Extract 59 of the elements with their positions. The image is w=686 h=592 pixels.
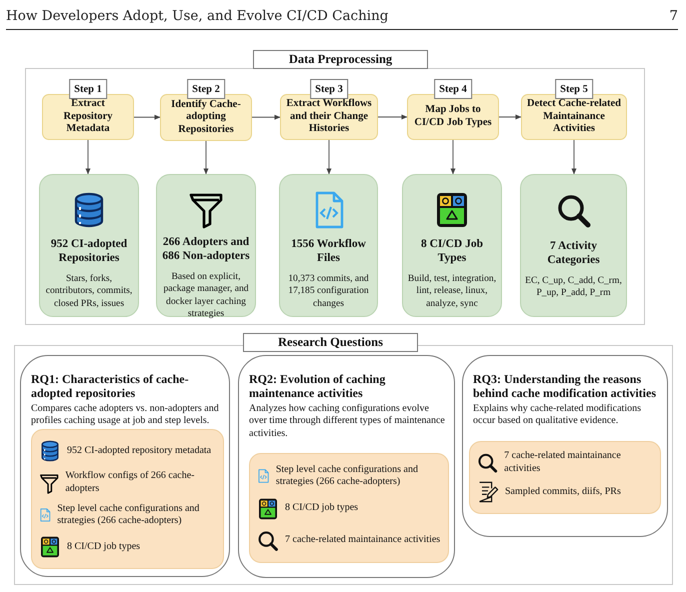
source-item: Step level cache configurations and strategies (266 cache-adopters)	[57, 502, 200, 528]
research-question-card	[462, 355, 668, 537]
card-title: 7 Activity Categories	[546, 239, 601, 268]
card-title: 266 Adopters and 686 Non-adopters	[161, 235, 251, 264]
arrow	[378, 114, 408, 120]
source-item: Step level cache configurations and strategies (266 cache-adopters)	[276, 464, 419, 488]
card-description: Based on explicit, package manager, and docker layer caching strategies	[162, 271, 250, 321]
result-card	[156, 174, 256, 317]
result-card	[520, 174, 627, 317]
card-description: Stars, forks, contributors, commits, closed PRs, issues	[44, 272, 134, 310]
card-description: Build, test, integration, lint, release, linux, analyze, sync	[406, 272, 498, 310]
card-title: 8 CI/CD Job Types	[420, 236, 484, 266]
result-card	[39, 174, 139, 317]
process-box: Extract Workflows and their Change Histories	[280, 94, 378, 140]
research-question-card	[238, 355, 455, 578]
result-card	[402, 174, 502, 317]
question-description: Compares cache adopters vs. non-adopters and profiles caching usage at job and step levels.	[31, 402, 220, 428]
source-item: 952 CI-adopted repository metadata	[67, 444, 212, 458]
research-question-card	[20, 355, 230, 577]
arrow	[252, 114, 280, 120]
arrow	[498, 114, 522, 120]
arrow	[204, 140, 208, 174]
source-item: 8 CI/CD job types	[67, 540, 140, 554]
card-title: 1556 Workflow Files	[290, 236, 367, 266]
source-item: 7 cache-related maintainance activities	[504, 450, 622, 475]
question-description: Explains why cache-related modifications occur based on qualitative evidence.	[473, 402, 642, 428]
question-title: RQ3: Understanding the reasons behind cache modification activities	[473, 372, 657, 401]
card-description: EC, C_up, C_add, C_rm, P_up, P_add, P_rm	[524, 275, 623, 300]
card-description: 10,373 commits, and 17,185 configuration changes	[287, 272, 370, 310]
question-description: Analyzes how caching configurations evolve over time through different types of maintenance activities.	[249, 402, 446, 440]
source-item: 8 CI/CD job types	[285, 502, 358, 515]
source-item: Workflow configs of 266 cache-adopters	[65, 470, 196, 496]
card-title: 952 CI-adopted Repositories	[50, 236, 128, 266]
source-item: 7 cache-related maintainance activities	[285, 534, 440, 547]
page-number: 7	[669, 8, 678, 24]
process-box: Extract Repository Metadata	[42, 94, 134, 140]
process-box: Map Jobs to CI/CD Job Types	[407, 94, 499, 140]
arrow	[326, 140, 332, 174]
section-title: Research Questions	[243, 333, 418, 352]
data-sources-panel	[469, 441, 661, 514]
step-label: Step 3	[310, 79, 348, 99]
process-box: Identify Cache-adopting Repositories	[160, 94, 252, 141]
step-label: Step 4	[434, 79, 472, 99]
arrow	[572, 140, 576, 174]
arrow	[86, 140, 90, 174]
arrow	[450, 140, 456, 174]
step-label: Step 1	[69, 79, 107, 99]
arrow	[134, 114, 160, 120]
step-label: Step 5	[555, 79, 593, 99]
step-label: Step 2	[187, 79, 225, 99]
question-title: RQ2: Evolution of caching maintenance activities	[249, 372, 386, 401]
result-card	[279, 174, 378, 317]
running-header: How Developers Adopt, Use, and Evolve CI/CD Caching	[6, 8, 388, 24]
question-title: RQ1: Characteristics of cache-adopted repositories	[31, 372, 190, 401]
section-title: Data Preprocessing	[253, 50, 428, 69]
data-sources-panel	[249, 453, 449, 563]
process-box: Detect Cache-related Maintainance Activities	[521, 94, 627, 140]
data-sources-panel	[31, 429, 224, 569]
source-item: Sampled commits, diifs, PRs	[505, 486, 621, 498]
